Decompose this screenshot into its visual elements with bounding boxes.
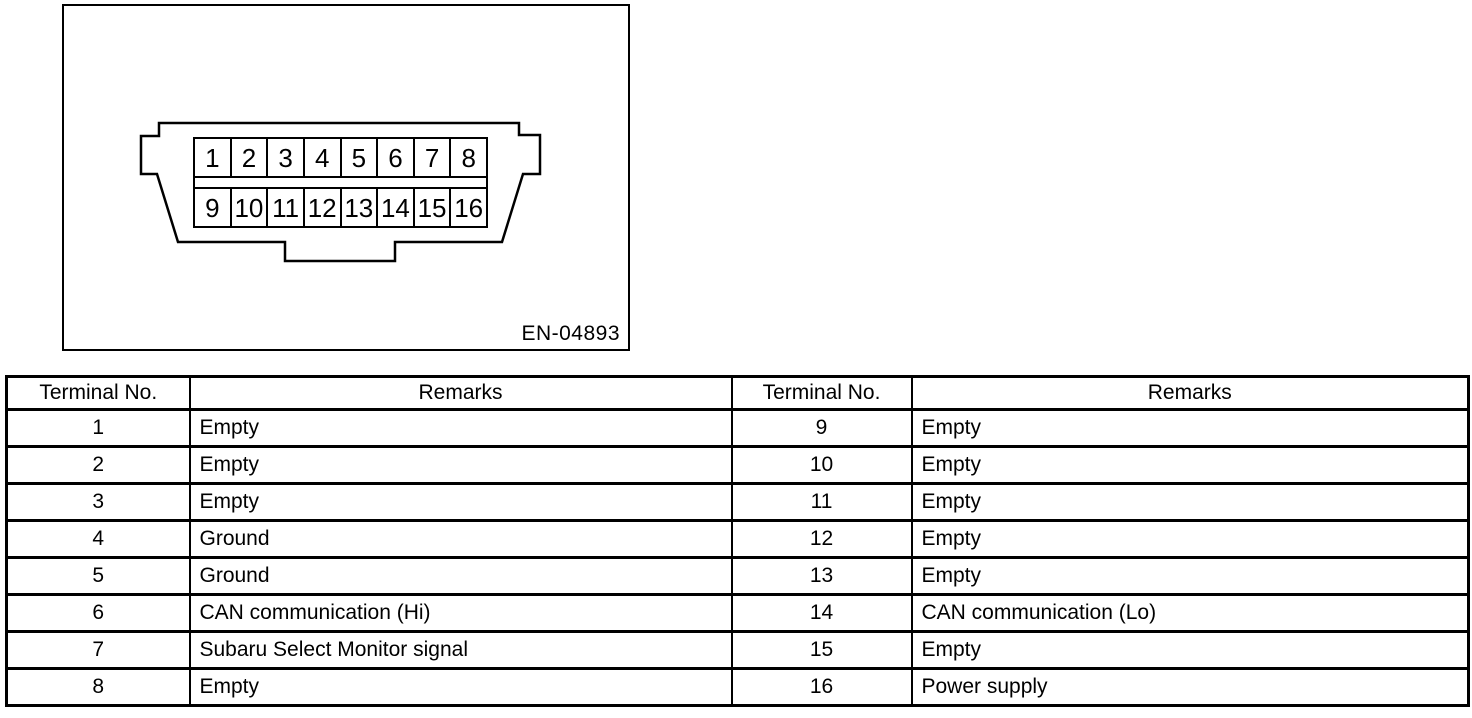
connector-outline bbox=[139, 121, 542, 263]
pin-cell: 9 bbox=[195, 189, 232, 226]
col-header-terminal-left: Terminal No. bbox=[5, 375, 191, 411]
remark-cell: Power supply bbox=[910, 667, 1470, 707]
pin-cell: 3 bbox=[268, 139, 305, 176]
figure-id-label: EN-04893 bbox=[521, 322, 620, 345]
terminal-number-cell: 1 bbox=[5, 408, 191, 448]
pin-cell: 13 bbox=[342, 189, 379, 226]
terminal-number-cell: 7 bbox=[5, 630, 191, 670]
pin-cell: 14 bbox=[378, 189, 415, 226]
pin-cell: 6 bbox=[378, 139, 415, 176]
terminal-number-cell: 10 bbox=[730, 445, 913, 485]
remark-cell: CAN communication (Hi) bbox=[188, 593, 733, 633]
table-header-row: Terminal No. Remarks Terminal No. Remark… bbox=[5, 375, 1470, 411]
terminal-number-cell: 3 bbox=[5, 482, 191, 522]
col-header-remarks-right: Remarks bbox=[910, 375, 1470, 411]
pin-cell: 2 bbox=[232, 139, 269, 176]
pin-cell: 11 bbox=[268, 189, 305, 226]
terminal-number-cell: 8 bbox=[5, 667, 191, 707]
terminal-number-cell: 13 bbox=[730, 556, 913, 596]
col-header-terminal-right: Terminal No. bbox=[730, 375, 913, 411]
remark-cell: Empty bbox=[910, 519, 1470, 559]
col-header-remarks-left: Remarks bbox=[188, 375, 733, 411]
terminal-number-cell: 16 bbox=[730, 667, 913, 707]
pin-cell: 5 bbox=[342, 139, 379, 176]
remark-cell: Empty bbox=[188, 445, 733, 485]
terminal-number-cell: 12 bbox=[730, 519, 913, 559]
remark-cell: Empty bbox=[910, 482, 1470, 522]
terminal-number-cell: 5 bbox=[5, 556, 191, 596]
pin-cell: 16 bbox=[454, 192, 484, 223]
pin-cell: 1 bbox=[195, 139, 232, 176]
pin-cell: 8 bbox=[461, 142, 476, 173]
remark-cell: Empty bbox=[910, 445, 1470, 485]
pin-cell: 15 bbox=[415, 189, 452, 226]
pin-row-divider bbox=[195, 176, 486, 189]
remark-cell: Empty bbox=[910, 408, 1470, 448]
remark-cell: Empty bbox=[188, 408, 733, 448]
terminal-number-cell: 2 bbox=[5, 445, 191, 485]
remark-cell: Ground bbox=[188, 556, 733, 596]
pin-cell: 4 bbox=[305, 139, 342, 176]
remark-cell: Empty bbox=[910, 556, 1470, 596]
terminal-number-cell: 11 bbox=[730, 482, 913, 522]
terminal-number-cell: 6 bbox=[5, 593, 191, 633]
remark-cell: Empty bbox=[188, 667, 733, 707]
remark-cell: Ground bbox=[188, 519, 733, 559]
remark-cell: Empty bbox=[910, 630, 1470, 670]
terminal-number-cell: 4 bbox=[5, 519, 191, 559]
pin-cell: 12 bbox=[305, 189, 342, 226]
terminal-number-cell: 14 bbox=[730, 593, 913, 633]
pin-cell: 7 bbox=[415, 139, 452, 176]
remark-cell: Subaru Select Monitor signal bbox=[188, 630, 733, 670]
terminal-number-cell: 9 bbox=[730, 408, 913, 448]
remark-cell: CAN communication (Lo) bbox=[910, 593, 1470, 633]
remark-cell: Empty bbox=[188, 482, 733, 522]
terminal-number-cell: 15 bbox=[730, 630, 913, 670]
pin-cell: 10 bbox=[232, 189, 269, 226]
terminal-table: Terminal No. Remarks Terminal No. Remark… bbox=[5, 375, 1470, 707]
